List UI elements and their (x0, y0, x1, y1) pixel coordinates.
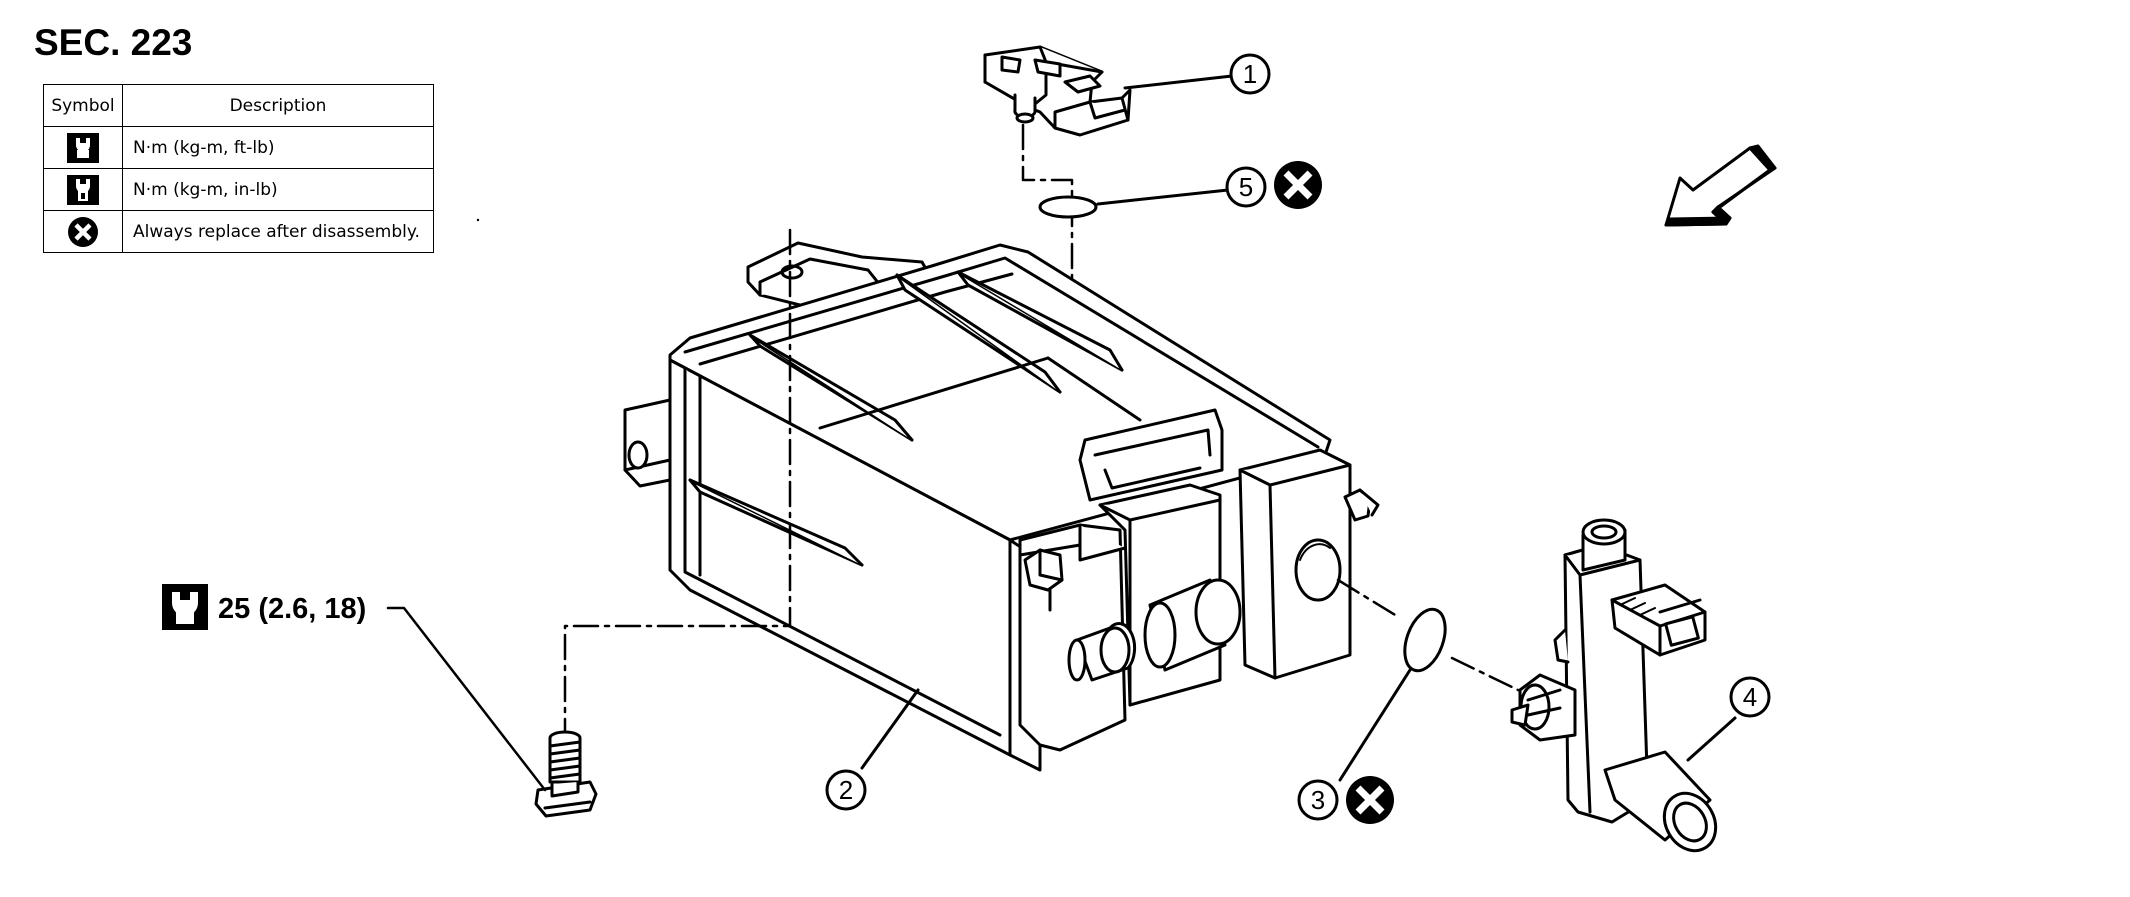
callout-2: 2 (839, 775, 853, 805)
legend-description: N·m (kg-m, ft-lb) (122, 126, 434, 169)
callout-3: 3 (1311, 785, 1325, 815)
legend-row: Always replace after disassembly. (43, 210, 434, 253)
legend-row: N·m (kg-m, in-lb) (43, 168, 434, 211)
always-replace-icon (1346, 776, 1394, 824)
callout-5: 5 (1239, 172, 1253, 202)
callout-1-circle (1229, 53, 1271, 95)
callout-5-circle (1225, 166, 1267, 208)
legend-header-description: Description (122, 84, 434, 127)
always-replace-icon (1274, 161, 1322, 209)
callout-1: 1 (1243, 59, 1257, 89)
evap-canister-part-2 (623, 241, 1380, 772)
torque-wrench-icon (67, 132, 99, 163)
torque-spec: 25 (2.6, 18) (218, 593, 366, 625)
callout-3-circle (1297, 779, 1339, 821)
symbol-legend-table: Symbol Description N·m (kg-m, ft-lb) (43, 84, 434, 253)
direction-arrow-icon (1664, 144, 1777, 227)
legend-header-row: Symbol Description (43, 84, 434, 127)
legend-description: N·m (kg-m, in-lb) (122, 168, 434, 211)
sensor-part-1 (983, 45, 1132, 137)
legend-description: Always replace after disassembly. (122, 210, 434, 253)
mounting-bolt (534, 730, 598, 818)
o-ring-part-3 (1403, 607, 1447, 673)
callout-4: 4 (1743, 682, 1757, 712)
torque-wrench-inlb-icon (67, 174, 99, 205)
valve-part-4 (1510, 518, 1718, 853)
always-replace-icon (68, 216, 98, 247)
callout-2-circle (825, 769, 867, 811)
o-ring-part-5 (1038, 195, 1098, 219)
callout-4-circle (1729, 676, 1771, 718)
legend-row: N·m (kg-m, ft-lb) (43, 126, 434, 169)
legend-header-symbol: Symbol (43, 84, 123, 127)
torque-wrench-icon (162, 584, 208, 630)
section-title: SEC. 223 (34, 22, 193, 63)
